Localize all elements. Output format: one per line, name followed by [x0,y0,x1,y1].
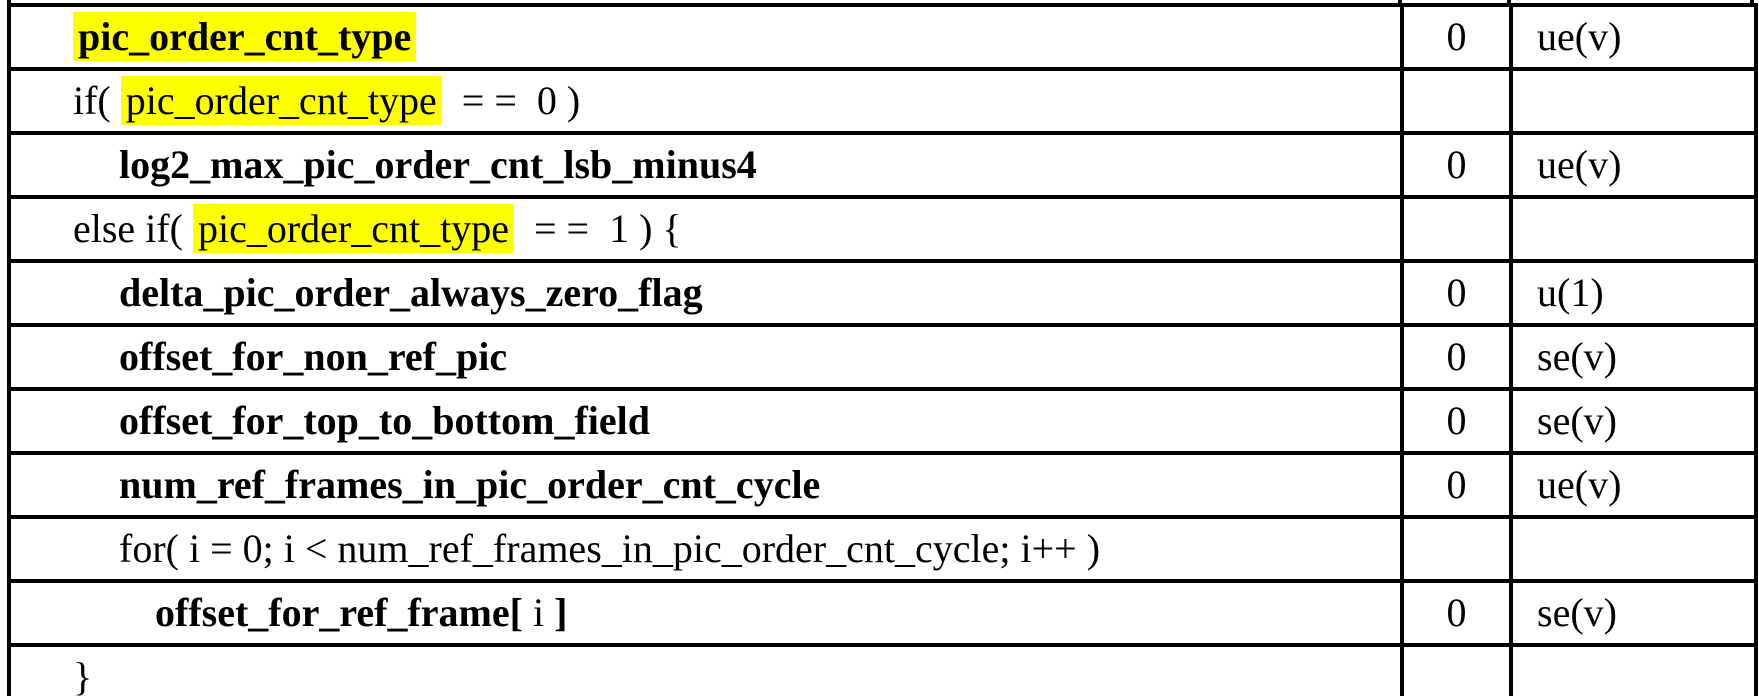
table-row: delta_pic_order_always_zero_flag 0 u(1) [7,259,1758,327]
descriptor-cell: u(1) [1509,259,1758,327]
syntax-text: = = 0 ) [441,78,581,124]
syntax-text: delta_pic_order_always_zero_flag [119,270,703,316]
syntax-text: = = 1 ) { [513,206,682,252]
descriptor-cell: se(v) [1509,323,1758,391]
category-cell [1400,195,1513,263]
table-right-border-stub [1750,0,1754,6]
syntax-text: log2_max_pic_order_cnt_lsb_minus4 [119,142,757,188]
syntax-cell: offset_for_non_ref_pic [7,323,1404,391]
category-cell: 0 [1400,131,1513,199]
category-cell [1400,643,1513,696]
syntax-cell: offset_for_ref_frame[ i ] [7,579,1404,647]
category-cell: 0 [1400,259,1513,327]
table-column-rule-stub [1398,0,1402,6]
highlighted-syntax-element: pic_order_cnt_type [192,204,514,254]
table-row: } [7,643,1758,696]
syntax-text: if( [73,78,121,124]
table-row: offset_for_top_to_bottom_field 0 se(v) [7,387,1758,455]
syntax-text: ] [554,590,568,636]
syntax-text: for( i = 0; i < num_ref_frames_in_pic_or… [119,526,1101,572]
category-cell: 0 [1400,387,1513,455]
table-row: offset_for_non_ref_pic 0 se(v) [7,323,1758,391]
descriptor-cell: ue(v) [1509,451,1758,519]
syntax-text: } [73,654,93,696]
syntax-cell: for( i = 0; i < num_ref_frames_in_pic_or… [7,515,1404,583]
category-cell: 0 [1400,451,1513,519]
category-cell: 0 [1400,3,1513,71]
syntax-text: offset_for_non_ref_pic [119,334,508,380]
syntax-text: num_ref_frames_in_pic_order_cnt_cycle [119,462,821,508]
table-row: else if( pic_order_cnt_type = = 1 ) { [7,195,1758,263]
highlighted-syntax-element: pic_order_cnt_type [73,12,417,62]
syntax-cell: delta_pic_order_always_zero_flag [7,259,1404,327]
category-cell: 0 [1400,323,1513,391]
table-row: offset_for_ref_frame[ i ] 0 se(v) [7,579,1758,647]
syntax-text: offset_for_ref_frame[ [155,590,523,636]
syntax-cell: offset_for_top_to_bottom_field [7,387,1404,455]
category-cell [1400,67,1513,135]
table-row: num_ref_frames_in_pic_order_cnt_cycle 0 … [7,451,1758,519]
descriptor-cell: ue(v) [1509,3,1758,71]
descriptor-cell [1509,67,1758,135]
table-row: pic_order_cnt_type 0 ue(v) [7,3,1758,71]
syntax-text: i [522,590,555,636]
descriptor-cell: se(v) [1509,579,1758,647]
descriptor-cell [1509,515,1758,583]
table-row: if( pic_order_cnt_type = = 0 ) [7,67,1758,135]
category-cell: 0 [1400,579,1513,647]
syntax-cell: pic_order_cnt_type [7,3,1404,71]
table-row: log2_max_pic_order_cnt_lsb_minus4 0 ue(v… [7,131,1758,199]
descriptor-cell: se(v) [1509,387,1758,455]
highlighted-syntax-element: pic_order_cnt_type [120,76,442,126]
syntax-cell: } [7,643,1404,696]
descriptor-cell: ue(v) [1509,131,1758,199]
syntax-cell: if( pic_order_cnt_type = = 0 ) [7,67,1404,135]
syntax-cell: log2_max_pic_order_cnt_lsb_minus4 [7,131,1404,199]
syntax-cell: else if( pic_order_cnt_type = = 1 ) { [7,195,1404,263]
syntax-cell: num_ref_frames_in_pic_order_cnt_cycle [7,451,1404,519]
table-row: for( i = 0; i < num_ref_frames_in_pic_or… [7,515,1758,583]
descriptor-cell [1509,643,1758,696]
category-cell [1400,515,1513,583]
syntax-text: else if( [73,206,193,252]
table-left-border-stub [7,0,11,6]
syntax-text: offset_for_top_to_bottom_field [119,398,650,444]
syntax-table-body: pic_order_cnt_type 0 ue(v) if( pic_order… [7,3,1758,696]
syntax-table: pic_order_cnt_type 0 ue(v) if( pic_order… [7,3,1758,696]
descriptor-cell [1509,195,1758,263]
table-column-rule-stub [1507,0,1511,6]
